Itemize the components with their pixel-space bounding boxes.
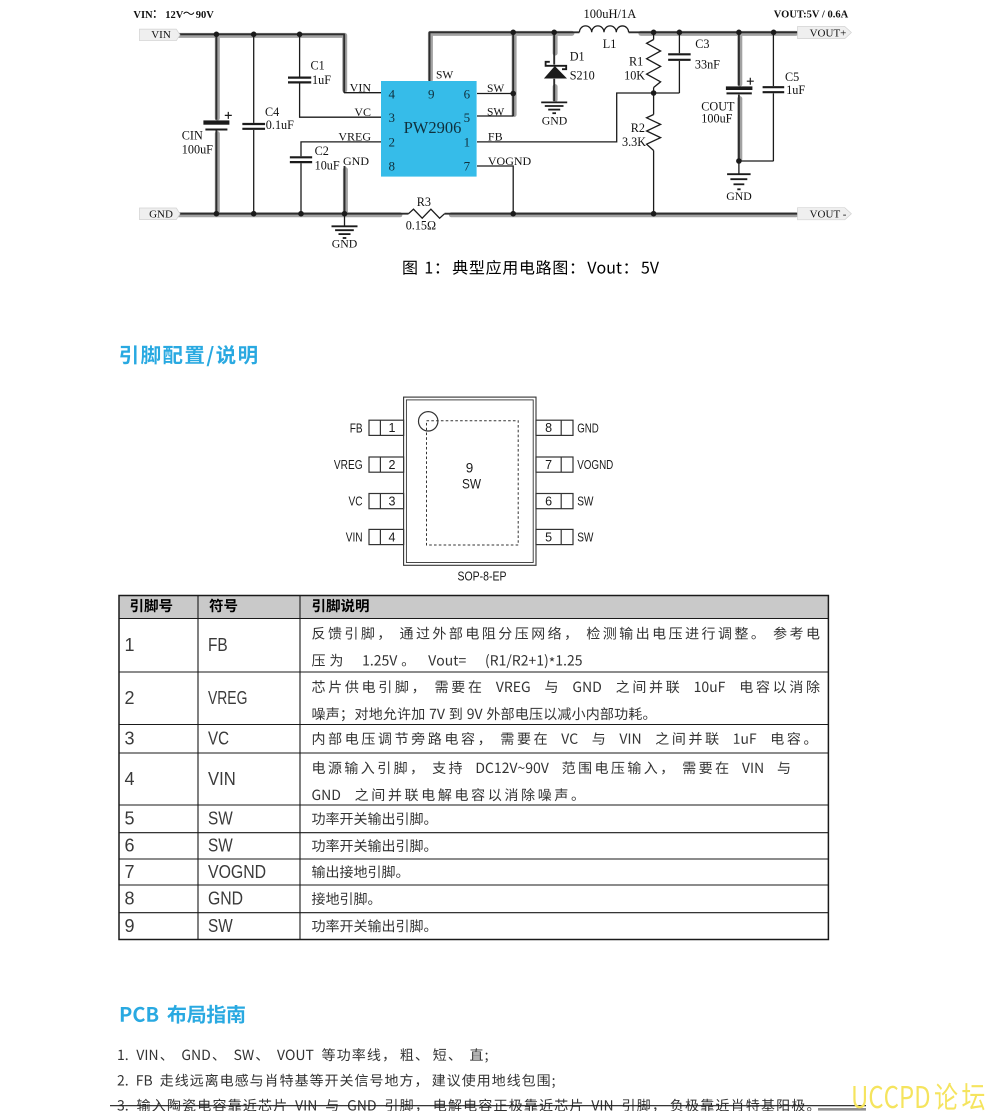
svg-text:VREG: VREG (338, 130, 371, 144)
svg-text:SW: SW (577, 495, 593, 509)
svg-text:VIN: VIN (346, 531, 363, 545)
svg-text:33nF: 33nF (695, 57, 720, 71)
svg-text:C5: C5 (785, 70, 799, 84)
svg-text:1uF: 1uF (312, 73, 331, 87)
svg-text:VREG: VREG (334, 458, 363, 472)
svg-text:VC: VC (349, 495, 363, 509)
svg-text:0.1uF: 0.1uF (266, 118, 294, 132)
svg-text:VC: VC (208, 728, 229, 749)
svg-text:GND: GND (208, 888, 243, 909)
svg-text:5: 5 (125, 809, 135, 829)
svg-text:2: 2 (125, 688, 135, 708)
svg-text:GND: GND (542, 113, 568, 127)
svg-text:SW: SW (577, 531, 593, 545)
svg-text:SW: SW (208, 835, 233, 856)
svg-text:5: 5 (545, 530, 552, 544)
svg-text:8: 8 (545, 421, 552, 435)
svg-text:FB: FB (488, 130, 503, 144)
svg-text:5: 5 (464, 110, 471, 125)
svg-text:9: 9 (125, 916, 135, 936)
svg-text:6: 6 (125, 836, 135, 856)
svg-text:VOGND: VOGND (577, 458, 613, 472)
svg-text:C1: C1 (311, 58, 325, 72)
svg-text:10K: 10K (624, 68, 645, 82)
svg-text:R2: R2 (631, 121, 645, 135)
svg-text:FB: FB (208, 634, 228, 655)
svg-text:9: 9 (466, 461, 474, 476)
svg-text:12V: 12V (165, 10, 184, 21)
svg-text:GND: GND (577, 421, 599, 435)
svg-text:7: 7 (125, 862, 135, 882)
svg-text:0.15Ω: 0.15Ω (406, 219, 436, 233)
svg-text:SOP-8-EP: SOP-8-EP (458, 570, 507, 584)
svg-text:GND: GND (343, 154, 369, 168)
svg-text:R3: R3 (417, 195, 431, 209)
svg-text:100uH/1A: 100uH/1A (584, 7, 637, 21)
svg-text:VOUT:5V / 0.6A: VOUT:5V / 0.6A (774, 10, 849, 21)
svg-text:6: 6 (464, 86, 471, 101)
svg-text:VIN: VIN (350, 81, 372, 95)
svg-text:VIN: VIN (133, 10, 153, 21)
svg-text:GND: GND (149, 208, 173, 220)
svg-text:VREG: VREG (208, 687, 247, 708)
svg-text:7: 7 (545, 458, 552, 472)
svg-text:4: 4 (125, 769, 135, 789)
svg-text:COUT: COUT (701, 100, 735, 114)
svg-text:SW: SW (487, 107, 504, 119)
svg-text:1uF: 1uF (786, 83, 805, 97)
svg-text:C4: C4 (265, 105, 279, 119)
svg-text:VOUT -: VOUT - (810, 209, 847, 221)
svg-text:10uF: 10uF (315, 158, 340, 172)
svg-text:3.3K: 3.3K (622, 135, 646, 149)
svg-text:2: 2 (388, 134, 395, 149)
svg-text:C2: C2 (315, 144, 329, 158)
svg-text:CIN: CIN (182, 129, 203, 143)
svg-text:100uF: 100uF (701, 112, 732, 126)
svg-text:3: 3 (388, 110, 395, 125)
svg-text:VIN: VIN (151, 29, 171, 41)
svg-text:1: 1 (125, 635, 135, 655)
svg-text:SW: SW (462, 477, 481, 492)
svg-text:VIN: VIN (208, 768, 236, 789)
svg-text:SW: SW (436, 70, 453, 82)
svg-text:R1: R1 (629, 55, 643, 69)
svg-text:VOGND: VOGND (208, 861, 266, 882)
svg-text:8: 8 (388, 158, 395, 173)
svg-text:D1: D1 (570, 49, 585, 63)
svg-text:7: 7 (464, 158, 471, 173)
svg-text:VOUT+: VOUT+ (810, 27, 847, 39)
svg-text:3: 3 (389, 494, 396, 508)
svg-text:SW: SW (208, 915, 233, 936)
svg-text:L1: L1 (603, 37, 617, 51)
svg-text:PW2906: PW2906 (404, 118, 462, 137)
svg-text:9: 9 (428, 86, 435, 101)
svg-text:C3: C3 (695, 37, 709, 51)
svg-text:VC: VC (354, 105, 371, 119)
svg-text:GND: GND (332, 236, 358, 250)
svg-text:8: 8 (125, 889, 135, 909)
svg-text:S210: S210 (570, 68, 595, 82)
svg-text:1: 1 (389, 421, 396, 435)
svg-text:FB: FB (350, 421, 363, 435)
svg-text:VOGND: VOGND (488, 154, 532, 168)
svg-text:6: 6 (545, 494, 552, 508)
svg-text:4: 4 (389, 530, 396, 544)
svg-text:SW: SW (208, 808, 233, 829)
svg-text:90V: 90V (196, 10, 215, 21)
svg-text:100uF: 100uF (182, 143, 213, 157)
svg-text:SW: SW (487, 83, 504, 95)
svg-text:GND: GND (726, 189, 752, 203)
svg-text:2: 2 (389, 458, 396, 472)
svg-text:3: 3 (125, 729, 135, 749)
svg-text:4: 4 (388, 86, 395, 101)
svg-text:1: 1 (464, 134, 471, 149)
